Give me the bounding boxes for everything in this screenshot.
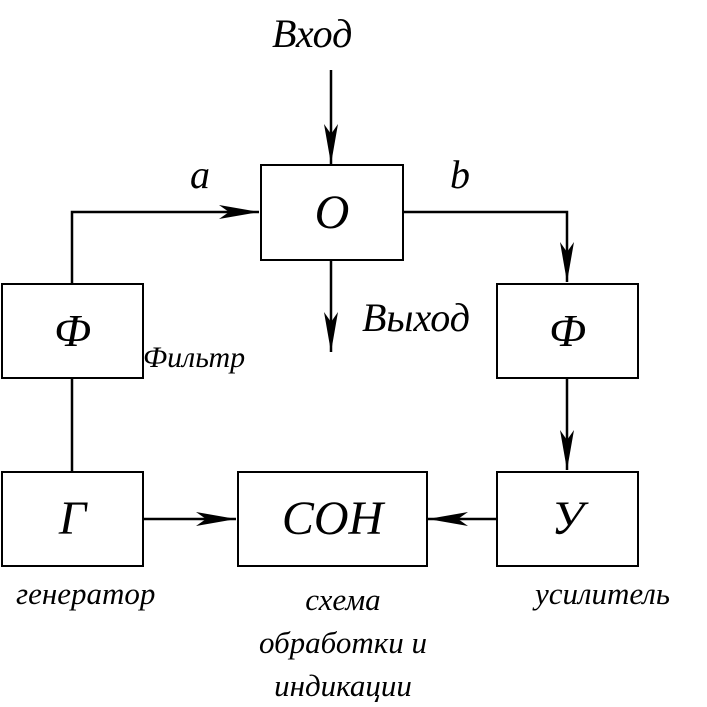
generator-caption: генератор [16, 576, 156, 611]
filter-caption: Фильтр [143, 341, 246, 374]
output-label: Выход [362, 295, 470, 340]
amplifier-block: У [496, 471, 639, 567]
filter-right-block-label: Ф [549, 305, 586, 356]
processing-block-label: СОН [281, 492, 384, 545]
signal-a-label: a [190, 152, 210, 197]
filter-right-block: Ф [496, 283, 639, 379]
amplifier-block-label: У [551, 492, 584, 545]
processing-caption: схема обработки и индикации [213, 578, 473, 707]
object-block-label: О [314, 185, 350, 239]
object-block: О [260, 164, 404, 261]
generator-block: Г [1, 471, 144, 567]
amplifier-caption: усилитель [535, 576, 671, 611]
generator-block-label: Г [58, 492, 87, 545]
path-b-line [403, 210, 574, 282]
processing-caption-line-2: обработки и [258, 625, 427, 660]
processing-caption-line-1: схема [305, 582, 381, 617]
path-a-line [70, 205, 259, 283]
signal-b-label: b [450, 152, 470, 197]
filter-left-block-label: Ф [54, 305, 91, 356]
processing-caption-line-3: индикации [274, 668, 412, 703]
processing-block: СОН [237, 471, 428, 567]
filter-left-block: Ф [1, 283, 144, 379]
input-label: Вход [272, 11, 353, 56]
